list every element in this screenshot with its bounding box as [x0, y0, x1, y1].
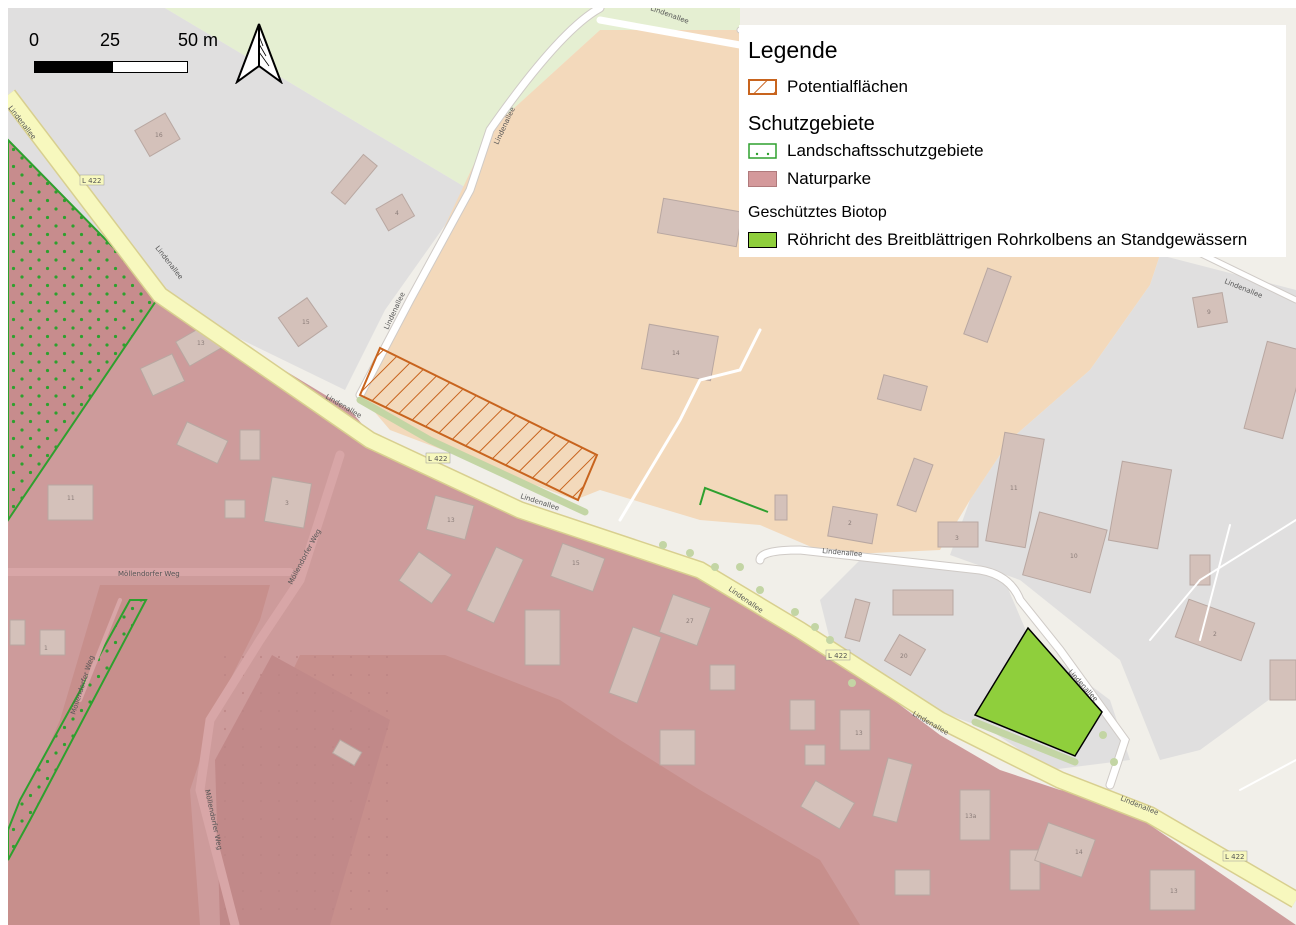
roadside-trees — [659, 541, 1118, 766]
svg-text:13: 13 — [447, 517, 455, 524]
scale-bar-white-segment — [112, 61, 188, 73]
legend-item-landschaftsschutz: Landschaftsschutzgebiete — [748, 141, 984, 161]
svg-text:9: 9 — [1207, 309, 1211, 316]
residential-area-nw — [8, 8, 470, 390]
map-legend: Legende Potentialflächen Schutzgebiete L… — [739, 25, 1286, 257]
svg-text:L 422: L 422 — [828, 652, 848, 660]
svg-text:13a: 13a — [965, 813, 977, 820]
legend-heading-biotop: Geschütztes Biotop — [748, 204, 887, 221]
legend-label-biotop: Röhricht des Breitblättrigen Rohrkolbens… — [787, 230, 1248, 249]
svg-text:11: 11 — [67, 495, 75, 502]
legend-label-potential: Potentialflächen — [787, 77, 908, 96]
industrial-area — [360, 30, 1160, 555]
buildings — [9, 112, 1296, 911]
svg-text:15: 15 — [572, 560, 580, 567]
landschaftsschutz-swatch-icon — [748, 143, 777, 159]
biotop-area[interactable] — [973, 626, 1103, 757]
small-lsg-outline — [699, 486, 769, 513]
scale-bar-black-segment — [34, 61, 112, 73]
roadside-green-east — [971, 718, 1079, 766]
legend-item-naturpark: Naturparke — [748, 169, 871, 189]
svg-text:16: 16 — [155, 132, 163, 139]
svg-text:3: 3 — [955, 535, 959, 542]
scale-tick-0: 0 — [29, 30, 40, 50]
legend-title: Legende — [748, 37, 838, 63]
roadside-green-west — [356, 396, 589, 516]
potential-swatch-icon — [748, 79, 777, 95]
svg-text:13: 13 — [197, 340, 205, 347]
scale-bar: 0 25 50 m — [26, 30, 226, 78]
svg-text:2: 2 — [848, 520, 852, 527]
svg-text:15: 15 — [302, 319, 310, 326]
landschaftsschutzgebiet-strip-dots — [8, 600, 146, 860]
legend-label-naturpark: Naturparke — [787, 169, 872, 188]
main-road-l422 — [2, 90, 1296, 907]
north-arrow-icon — [235, 23, 283, 84]
svg-text:20: 20 — [900, 653, 908, 660]
svg-text:3: 3 — [285, 500, 289, 507]
svg-text:13: 13 — [855, 730, 863, 737]
legend-item-biotop: Röhricht des Breitblättrigen Rohrkolbens… — [748, 230, 1247, 250]
legend-item-potential: Potentialflächen — [748, 77, 908, 97]
svg-text:2: 2 — [1213, 631, 1217, 638]
svg-text:Möllendorfer Weg: Möllendorfer Weg — [118, 570, 180, 578]
house-number-labels: 16 4 15 13 14 11 3 13 2 15 27 13 13a 14 … — [44, 132, 1217, 895]
scale-tick-25: 25 — [100, 30, 121, 50]
frame-top — [0, 0, 1296, 8]
svg-text:4: 4 — [395, 210, 399, 217]
landschaftsschutzgebiet-west-dots — [8, 140, 160, 520]
biotop-swatch-icon — [748, 232, 777, 248]
svg-text:L 422: L 422 — [428, 455, 448, 463]
svg-text:L 422: L 422 — [1225, 853, 1245, 861]
svg-text:Lindenallee: Lindenallee — [822, 547, 863, 558]
legend-heading-schutzgebiete: Schutzgebiete — [748, 113, 875, 135]
svg-text:10: 10 — [1070, 553, 1078, 560]
svg-text:14: 14 — [1075, 849, 1083, 856]
scale-tick-50: 50 m — [178, 30, 219, 50]
frame-left — [0, 0, 8, 925]
svg-text:11: 11 — [1010, 485, 1018, 492]
naturpark-swatch-icon — [748, 171, 777, 187]
svg-text:13: 13 — [1170, 888, 1178, 895]
svg-text:1: 1 — [44, 645, 48, 652]
svg-text:L 422: L 422 — [82, 177, 102, 185]
svg-text:14: 14 — [672, 350, 680, 357]
legend-label-landschaftsschutz: Landschaftsschutzgebiete — [787, 141, 984, 160]
svg-text:27: 27 — [686, 618, 694, 625]
potential-area[interactable] — [358, 346, 599, 502]
grass-area — [165, 8, 740, 190]
